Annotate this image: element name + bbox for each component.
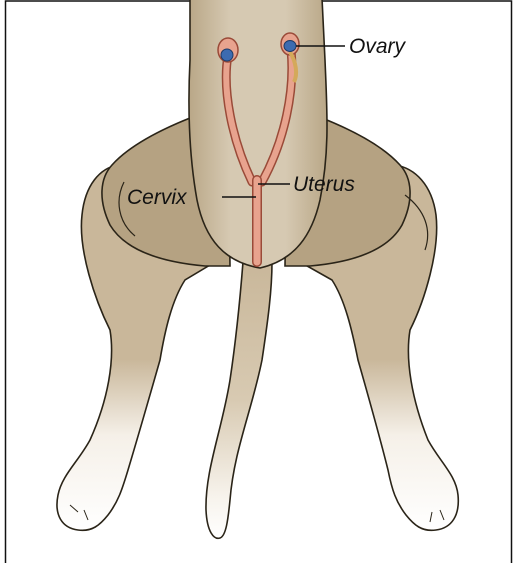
cervix-label: Cervix — [127, 186, 188, 209]
uterus-label: Uterus — [293, 173, 355, 196]
ovary-left — [221, 49, 233, 61]
ovary-right — [284, 41, 296, 52]
ovary-label: Ovary — [349, 35, 407, 58]
tail — [206, 262, 272, 538]
